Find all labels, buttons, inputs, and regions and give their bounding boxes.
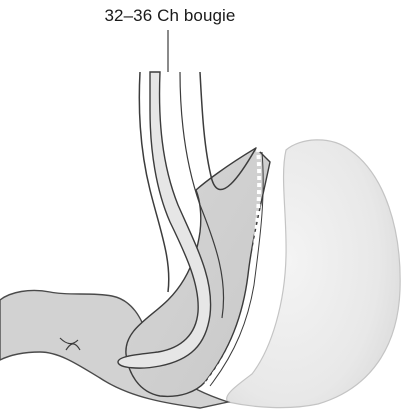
bougie-size-label: 32–36 Ch bougie bbox=[70, 6, 270, 26]
